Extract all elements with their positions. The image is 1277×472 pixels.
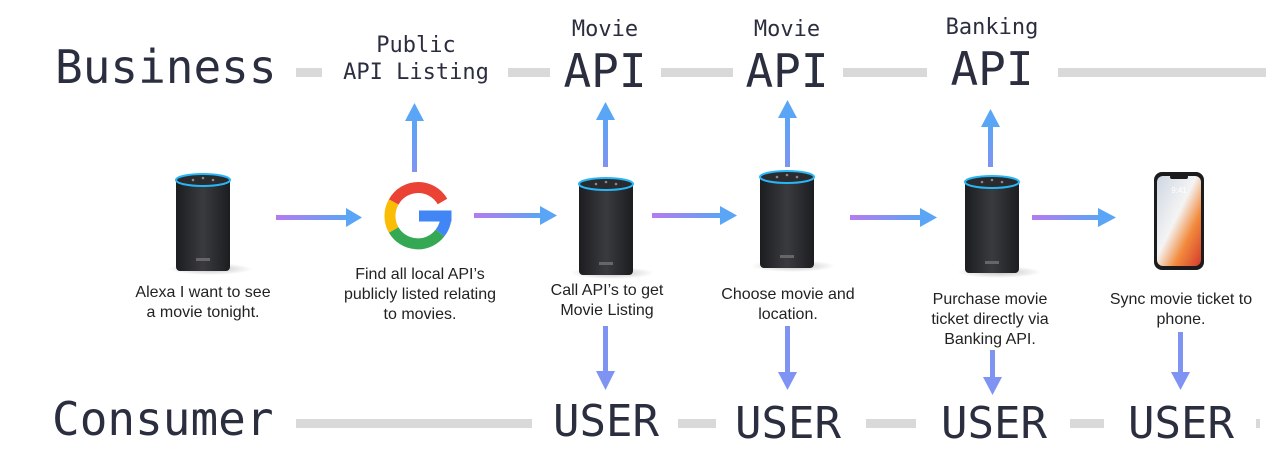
banking-api-label-line1: Banking — [945, 15, 1039, 40]
consumer-lane-bar-2 — [678, 419, 716, 428]
movie-api-2-label-line2: API — [745, 44, 829, 98]
business-lane-bar-5 — [1058, 68, 1266, 77]
step4-caption: Choose movie and location. — [707, 285, 869, 325]
down-arrow-user-4 — [1171, 332, 1190, 390]
echo-speaker-icon — [751, 170, 835, 272]
business-lane-bar-4 — [843, 68, 927, 77]
movie-api-2-label-line1: Movie — [753, 17, 821, 42]
consumer-lane-bar-3 — [866, 419, 916, 428]
step2-line3: to movies. — [383, 306, 457, 323]
step4-line2: location. — [758, 306, 818, 323]
step2-line1: Find all local API’s — [355, 266, 485, 283]
echo-speaker-icon — [168, 173, 252, 275]
user-label-4: USER — [1128, 398, 1234, 449]
down-arrow-user-3 — [983, 350, 1002, 395]
user-label-2: USER — [735, 398, 841, 449]
step3-line2: Movie Listing — [560, 302, 654, 319]
flow-arrow-2 — [474, 206, 557, 225]
flow-arrow-3 — [652, 206, 737, 225]
step6-caption: Sync movie ticket to phone. — [1096, 290, 1266, 330]
step2-line2: publicly listed relating — [343, 286, 497, 303]
up-arrow-movie-api-2 — [778, 100, 797, 167]
step1-line1: Alexa I want to see — [135, 284, 271, 301]
consumer-lane-bar-4 — [1070, 419, 1104, 428]
step5-caption: Purchase movie ticket directly via Banki… — [910, 290, 1070, 350]
movie-api-1-label-line2: API — [563, 44, 647, 98]
step5-line2: ticket directly via — [931, 311, 1049, 328]
step3-caption: Call API’s to get Movie Listing — [526, 281, 688, 321]
public-api-label-line2: API Listing — [343, 60, 489, 85]
business-lane-bar-1 — [296, 68, 322, 77]
banking-api-label-line2: API — [950, 42, 1034, 96]
step6-line1: Sync movie ticket to — [1109, 291, 1253, 308]
flow-arrow-1 — [276, 208, 362, 227]
step3-line1: Call API’s to get — [550, 282, 664, 299]
echo-speaker-icon — [957, 175, 1041, 278]
step5-line1: Purchase movie — [932, 291, 1048, 308]
down-arrow-user-2 — [778, 326, 797, 390]
user-label-1: USER — [553, 396, 659, 447]
step1-line2: a movie tonight. — [146, 304, 260, 321]
movie-api-1-label-line1: Movie — [571, 17, 639, 42]
phone-time: 9:41 — [1171, 186, 1187, 195]
up-arrow-banking-api — [981, 109, 1000, 167]
business-lane-title: Business — [55, 40, 277, 94]
step1-caption: Alexa I want to see a movie tonight. — [118, 283, 288, 323]
user-label-3: USER — [941, 398, 1047, 449]
up-arrow-movie-api-1 — [596, 102, 615, 167]
down-arrow-user-1 — [596, 326, 615, 390]
public-api-label-line1: Public — [376, 33, 456, 58]
consumer-lane-bar-5 — [1256, 419, 1260, 428]
smartphone-icon: 9:41 — [1154, 172, 1204, 270]
step4-line1: Choose movie and — [721, 286, 855, 303]
step6-line2: phone. — [1156, 311, 1206, 328]
up-arrow-public-api — [405, 103, 424, 172]
flow-arrow-4 — [850, 208, 937, 227]
google-g-logo — [384, 181, 452, 250]
consumer-lane-bar-1 — [296, 419, 532, 428]
flow-arrow-5 — [1032, 208, 1116, 227]
business-lane-bar-2 — [508, 68, 550, 77]
echo-speaker-icon — [570, 177, 654, 279]
step5-line3: Banking API. — [944, 331, 1036, 348]
step2-caption: Find all local API’s publicly listed rel… — [327, 265, 513, 325]
consumer-lane-title: Consumer — [52, 392, 274, 446]
business-lane-bar-3 — [661, 68, 733, 77]
